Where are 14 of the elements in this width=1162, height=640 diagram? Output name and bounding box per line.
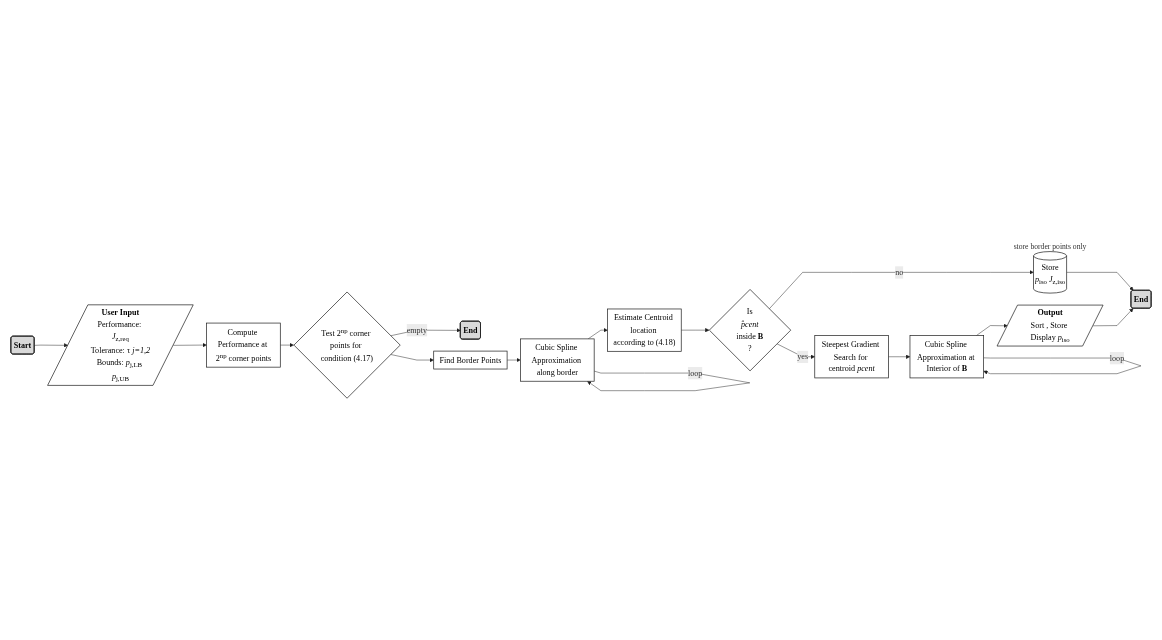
edge-label: yes — [797, 352, 809, 362]
node-box: Compute Performance at 2$^{np}$ corner points — [206, 322, 281, 368]
node-caption: store border points only — [1013, 241, 1087, 251]
node-box: Estimate Centroid location according to (4.18) — [607, 308, 682, 352]
edge-label: no — [895, 267, 904, 277]
node-diamond: Is p̂cent inside B ? — [709, 289, 792, 372]
node-diamond: Test 2$^{np}$ corner points for condition (4.17) — [293, 291, 401, 399]
edge-label: empty — [406, 325, 428, 335]
edge-label: loop — [687, 368, 703, 378]
node-box: Cubic Spline Approximation along border — [520, 338, 595, 382]
edge-label: loop — [1109, 353, 1125, 363]
node-box: Find Border Points — [433, 350, 508, 370]
node-box: Steepest Gradient Search for centroid pcent — [814, 335, 889, 379]
node-box: Cubic Spline Approximation at Interior of B — [909, 335, 984, 379]
